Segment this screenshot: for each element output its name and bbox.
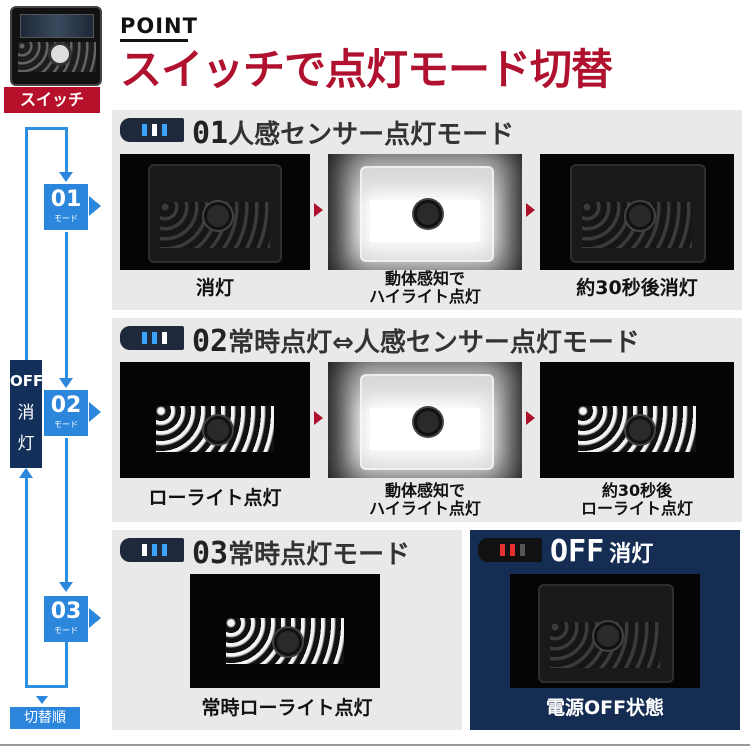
motion-sensor xyxy=(48,42,72,66)
mode-02-heading: 02常時点灯⇔人感センサー点灯モード xyxy=(192,324,640,359)
lamp-low-image xyxy=(120,362,310,478)
flow-line xyxy=(25,685,68,688)
caption-power-off: 電源OFF状態 xyxy=(545,697,665,719)
caption-off: 消灯 xyxy=(195,277,234,299)
mode-03-heading: 03常時点灯モード xyxy=(192,536,411,571)
up-arrow-icon xyxy=(19,468,33,478)
flow-line xyxy=(25,127,67,130)
switch-tag: スイッチ xyxy=(4,87,100,113)
lamp-low-image xyxy=(190,574,380,688)
lamp-high-image xyxy=(328,154,522,270)
switch-order-label: 切替順 xyxy=(10,707,80,729)
mode-03-panel: 03常時点灯モード 常時ローライト点灯 xyxy=(112,530,462,730)
lamp-powered-off-image xyxy=(510,574,700,688)
product-thumbnail xyxy=(10,6,102,86)
off-state-box: OFF 消 灯 xyxy=(10,360,43,468)
flow-line xyxy=(65,642,68,687)
solar-panel xyxy=(20,14,94,38)
step-arrow-icon xyxy=(314,203,323,217)
step-arrow-icon xyxy=(526,411,535,425)
down-arrow-icon xyxy=(59,582,73,592)
mode-01-heading: 01人感センサー点灯モード xyxy=(192,116,515,151)
step-arrow-icon xyxy=(314,411,323,425)
mode-01-panel: 01人感センサー点灯モード 消灯 動体感知で ハイライト点灯 約30秒後消灯 xyxy=(112,110,742,310)
right-arrow-icon xyxy=(89,402,101,422)
caption-always-low: 常時ローライト点灯 xyxy=(201,697,373,719)
caption-low: ローライト点灯 xyxy=(148,487,282,509)
point-label: POINT xyxy=(120,14,198,38)
flow-line xyxy=(65,232,68,380)
flow-line-bottom xyxy=(25,470,28,687)
mode-indicator-icon xyxy=(120,326,184,350)
right-arrow-icon xyxy=(89,196,101,216)
flow-line-top xyxy=(25,127,28,362)
off-panel: OFF 消灯 電源OFF状態 xyxy=(470,530,740,730)
mode-indicator-icon xyxy=(120,118,184,142)
caption-off-after: 約30秒後消灯 xyxy=(576,277,698,299)
mode-02-panel: 02常時点灯⇔人感センサー点灯モード ローライト点灯 動体感知で ハイライト点灯… xyxy=(112,318,742,522)
down-arrow-icon xyxy=(59,378,73,388)
caption-low-after: 約30秒後 ローライト点灯 xyxy=(580,481,693,518)
step-arrow-icon xyxy=(526,203,535,217)
down-arrow-icon xyxy=(59,172,73,182)
lamp-high-image xyxy=(328,362,522,478)
right-arrow-icon xyxy=(89,608,101,628)
off-indicator-icon xyxy=(478,538,542,562)
point-underline xyxy=(120,39,188,42)
flow-line xyxy=(65,127,68,173)
small-down-arrow-icon xyxy=(36,696,48,704)
lamp-low-image xyxy=(540,362,734,478)
lamp-off-image xyxy=(120,154,310,270)
flow-line xyxy=(65,438,68,584)
mode-indicator-icon xyxy=(120,538,184,562)
page-title: スイッチで点灯モード切替 xyxy=(120,45,613,94)
off-heading: OFF 消灯 xyxy=(550,534,654,569)
lamp-off-image xyxy=(540,154,734,270)
caption-high: 動体感知で ハイライト点灯 xyxy=(369,269,481,306)
caption-high: 動体感知で ハイライト点灯 xyxy=(369,481,481,518)
divider xyxy=(0,744,750,746)
